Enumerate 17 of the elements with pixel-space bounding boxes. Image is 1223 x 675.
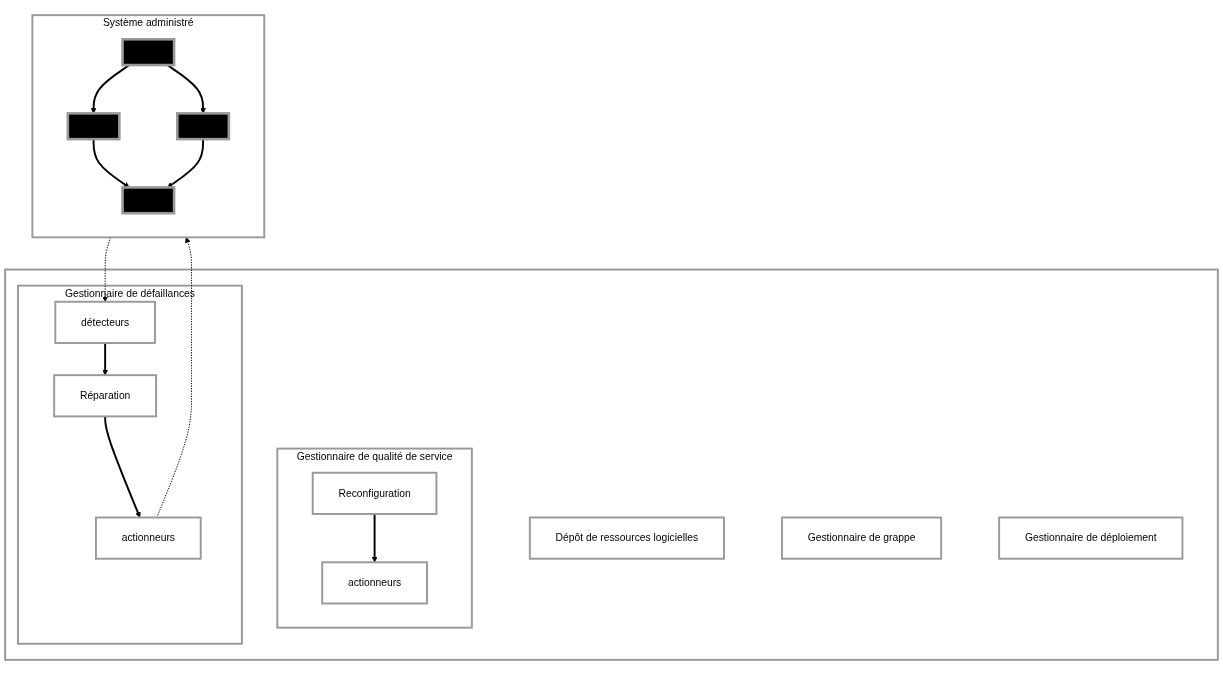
node-box: Dépôt de ressources logicielles [528,516,725,560]
arrow [102,342,108,376]
node-box [66,112,121,141]
cluster: Système administré [31,14,266,239]
node-box: détecteurs [54,300,156,344]
arrow [371,513,378,563]
node-box: actionneurs [321,561,428,605]
node-box: Reconfiguration [311,471,438,515]
cluster [4,268,1219,661]
node-box [121,38,176,67]
node-box: actionneurs [94,516,202,560]
node-box [121,186,176,215]
node-box: Gestionnaire de grappe [780,516,943,560]
arrow [104,415,141,518]
node-box: Gestionnaire de déploiement [998,516,1184,560]
node-box: Réparation [53,374,158,418]
node-box [176,112,231,141]
